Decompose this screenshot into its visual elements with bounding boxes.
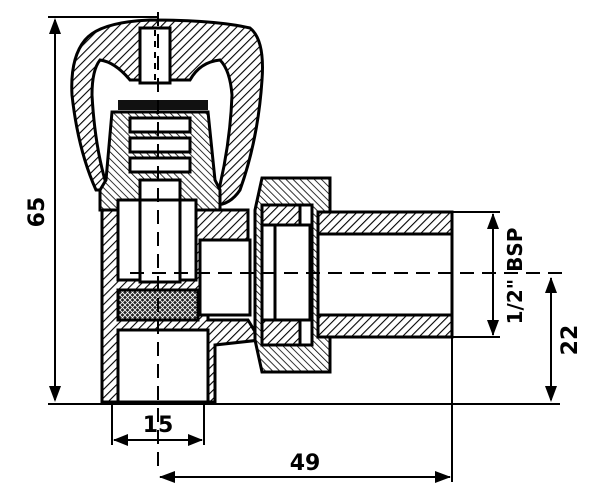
dimension-height-label: 65: [25, 197, 50, 228]
dimension-inlet-width-label: 15: [143, 413, 174, 438]
dimension-outlet-height-label: 22: [558, 325, 583, 356]
dimension-offset-length: 49: [159, 338, 453, 483]
union-nut: [253, 176, 332, 374]
dimension-thread: 1/2" BSP: [452, 211, 527, 338]
dimension-outlet-height: 22: [545, 277, 583, 402]
dimension-offset-length-label: 49: [290, 451, 321, 476]
threaded-tail: [316, 210, 454, 339]
valve-bonnet: [98, 100, 222, 212]
dimension-inlet-width: 15: [111, 404, 205, 446]
dimension-height: 65: [25, 16, 158, 402]
valve-body: [100, 198, 263, 404]
dimension-thread-label: 1/2" BSP: [503, 228, 527, 325]
